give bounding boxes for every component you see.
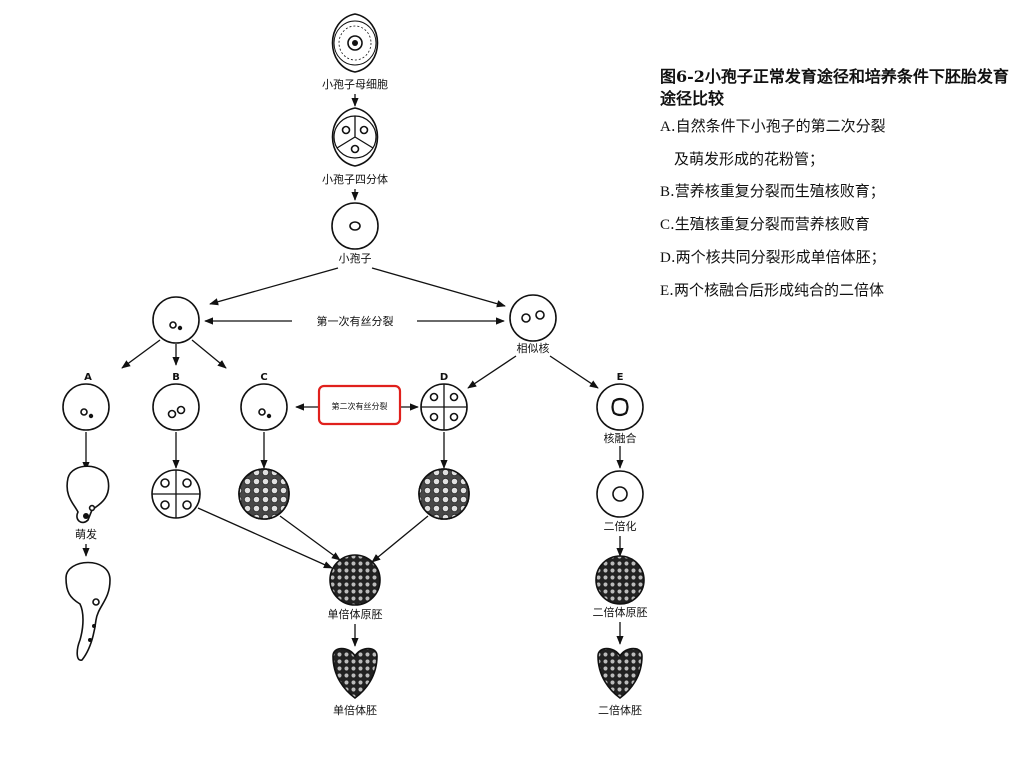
caption-text: .自然条件下小孢子的第二次分裂 (670, 117, 886, 135)
caption-key: A (660, 119, 671, 135)
branch-letter-d: D (440, 372, 448, 383)
arrow-to-E (549, 355, 599, 389)
similar-nuclei-cell (509, 294, 557, 342)
cell-e1 (596, 383, 644, 431)
label-haploid-proembryo: 单倍体原胚 (328, 607, 383, 621)
branch-letter-c: C (260, 372, 267, 383)
label-first-mitosis: 第一次有丝分裂 (317, 314, 394, 328)
caption-key: E (660, 283, 670, 299)
arrow-b2-to-haploid (197, 507, 333, 569)
label-diploid-proembryo: 二倍体原胚 (593, 605, 648, 619)
caption-item-c: C.生殖核重复分裂而营养核败育 (660, 214, 1010, 235)
label-germination: 萌发 (75, 527, 97, 541)
caption-item-a-cont: 及萌发形成的花粉管； (660, 149, 1010, 169)
caption-text: .生殖核重复分裂而营养核败育 (670, 215, 870, 233)
haploid-proembryo (329, 554, 381, 606)
label-microspore: 小孢子 (339, 252, 372, 265)
cell-a1 (62, 383, 110, 431)
caption-text: .营养核重复分裂而生殖核败育； (670, 182, 885, 200)
cell-b1 (152, 383, 200, 431)
arrow-to-D (467, 355, 517, 389)
figure-caption: 图6-2小孢子正常发育途径和培养条件下胚胎发育途径比较 A.自然条件下小孢子的第… (660, 66, 1010, 313)
cell-a3-pollen-tube (65, 561, 111, 661)
arrow-d2-to-haploid (371, 515, 429, 563)
cell-d2-multicellular (418, 468, 470, 520)
caption-key: D (660, 250, 671, 266)
second-mitosis-highlight-box (317, 384, 402, 426)
haploid-embryo (332, 647, 378, 699)
caption-item-e: E.两个核融合后形成纯合的二倍体 (660, 280, 1010, 301)
label-similar-nuclei: 相似核 (517, 341, 550, 355)
caption-key: C (660, 217, 671, 233)
label-fusion: 核融合 (604, 431, 637, 445)
caption-text: .两个核共同分裂形成单倍体胚； (670, 248, 886, 266)
left-division-cell (152, 296, 200, 344)
cell-b2-four-cells (151, 469, 201, 519)
arrow-microspore-right (371, 267, 506, 308)
branch-letter-e: E (617, 372, 624, 383)
caption-text: .两个核融合后形成纯合的二倍体 (669, 281, 884, 299)
cell-c1 (240, 383, 288, 431)
cell-c2-multicellular (238, 468, 290, 520)
caption-text: 及萌发形成的花粉管； (674, 150, 825, 168)
cell-d1 (420, 383, 468, 431)
cell-e2-diploidized (596, 470, 644, 518)
diploid-embryo (597, 647, 643, 699)
diploid-proembryo (595, 555, 645, 605)
arrow-to-C (191, 339, 227, 369)
caption-item-d: D.两个核共同分裂形成单倍体胚； (660, 247, 1010, 268)
arrow-microspore-left (209, 267, 339, 306)
label-tetrad: 小孢子四分体 (322, 172, 388, 186)
label-mother-cell: 小孢子母细胞 (322, 78, 388, 91)
caption-title: 图6-2小孢子正常发育途径和培养条件下胚胎发育途径比较 (660, 67, 1009, 108)
microspore (331, 202, 379, 250)
branch-letter-b: B (172, 372, 180, 383)
caption-item-a: A.自然条件下小孢子的第二次分裂 (660, 116, 1010, 137)
arrow-to-A (121, 339, 161, 369)
tetrad (331, 107, 379, 167)
label-haploid-embryo: 单倍体胚 (333, 703, 377, 717)
label-second-mitosis: 第二次有丝分裂 (332, 401, 388, 411)
caption-item-b: B.营养核重复分裂而生殖核败育； (660, 181, 1010, 202)
label-diploid-embryo: 二倍体胚 (598, 703, 642, 717)
label-diploidization: 二倍化 (604, 519, 637, 533)
branch-letter-a: A (84, 372, 92, 383)
cell-a2-germinating (66, 465, 110, 524)
caption-key: B (660, 184, 671, 200)
mother-cell (331, 13, 379, 73)
arrow-c2-to-haploid (279, 515, 341, 561)
